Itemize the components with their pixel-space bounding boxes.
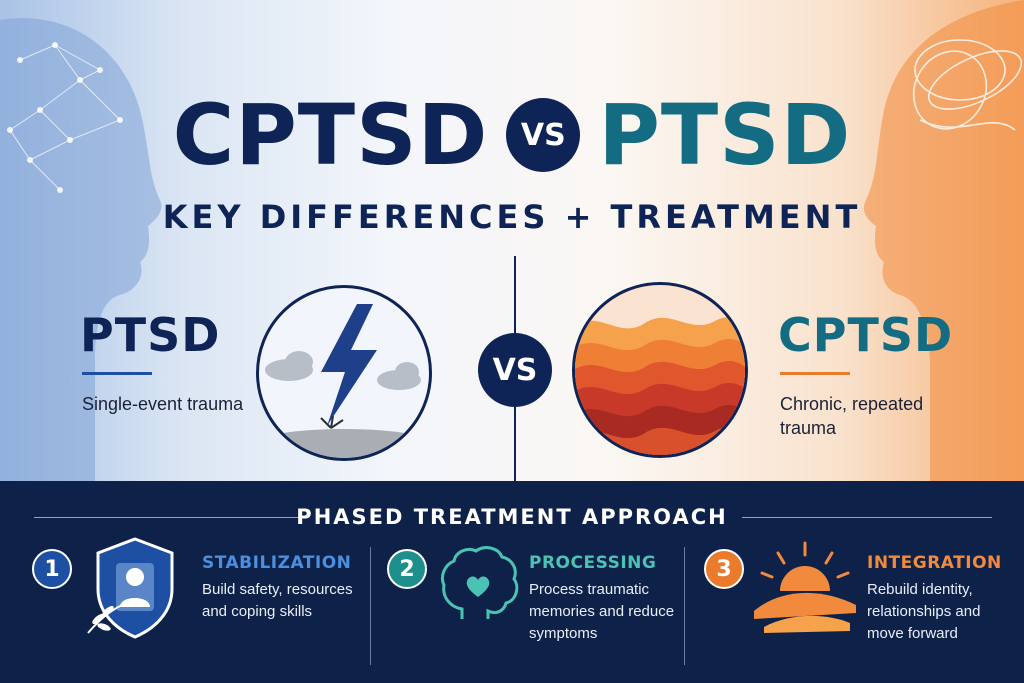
left-head-silhouette bbox=[0, 18, 162, 481]
phase-2-description: Process traumatic memories and reduce sy… bbox=[529, 581, 675, 642]
shield-person-icon bbox=[87, 537, 174, 639]
waves-layers-icon bbox=[572, 282, 748, 458]
phase-2-number: 2 bbox=[387, 549, 427, 589]
phase-3-title: INTEGRATION bbox=[867, 553, 1002, 573]
cptsd-description: Chronic, repeated trauma bbox=[780, 394, 924, 439]
phase-separator-2 bbox=[684, 547, 685, 665]
main-title: CPTSD VS PTSD bbox=[0, 80, 1024, 190]
lightning-storm-icon bbox=[256, 285, 432, 461]
treatment-section-title: PHASED TREATMENT APPROACH bbox=[296, 505, 728, 529]
title-ptsd: PTSD bbox=[598, 86, 852, 184]
background-art bbox=[0, 0, 1024, 481]
phase-1-title: STABILIZATION bbox=[202, 553, 352, 573]
cptsd-underline bbox=[780, 372, 850, 375]
title-rule-left bbox=[34, 517, 302, 518]
phase-separator-1 bbox=[370, 547, 371, 665]
cptsd-label: CPTSD bbox=[778, 308, 954, 362]
brain-heart-icon bbox=[440, 546, 519, 619]
subtitle: KEY DIFFERENCES + TREATMENT bbox=[162, 198, 862, 236]
phase-1-number: 1 bbox=[32, 549, 72, 589]
ptsd-label: PTSD bbox=[80, 308, 221, 362]
title-cptsd: CPTSD bbox=[172, 86, 489, 184]
title-rule-right bbox=[742, 517, 992, 518]
phase-1-description: Build safety, resources and coping skill… bbox=[202, 581, 353, 620]
center-vs-badge: VS bbox=[478, 333, 552, 407]
treatment-panel: PHASED TREATMENT APPROACH 1 STABILIZATIO… bbox=[0, 481, 1024, 683]
phase-3-description: Rebuild identity, relationships and move… bbox=[867, 581, 981, 642]
phase-3-number: 3 bbox=[704, 549, 744, 589]
ptsd-underline bbox=[82, 372, 152, 375]
phase-2-title: PROCESSING bbox=[529, 553, 657, 573]
tangled-lines-icon bbox=[912, 39, 1023, 131]
title-vs-badge: VS bbox=[506, 98, 581, 172]
hero-section: CPTSD VS PTSD KEY DIFFERENCES + TREATMEN… bbox=[0, 0, 1024, 481]
sunrise-icon bbox=[754, 541, 856, 633]
right-head-silhouette bbox=[863, 0, 1024, 481]
ptsd-description: Single-event trauma bbox=[82, 394, 244, 414]
